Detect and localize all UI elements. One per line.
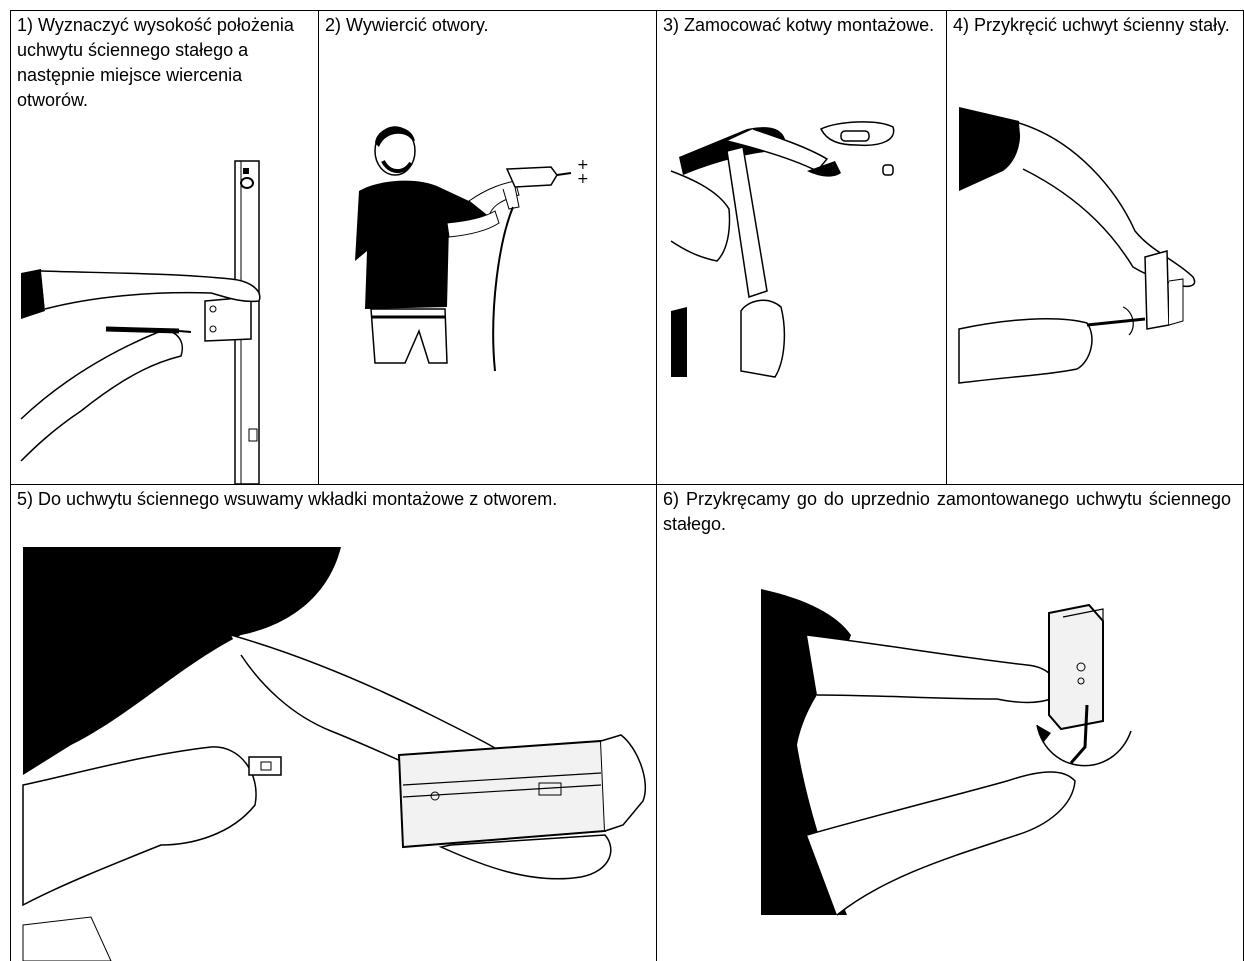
step-4-cell: 4) Przykręcić uchwyt ścienny stały. xyxy=(947,11,1243,484)
marking-illustration xyxy=(11,11,318,484)
step-3-cell: 3) Zamocować kotwy montażowe. xyxy=(657,11,946,484)
inserts-illustration xyxy=(11,485,656,961)
svg-text:+: + xyxy=(577,171,589,187)
step-6-cell: 6) Przykręcamy go do uprzednio zamontowa… xyxy=(657,485,1243,961)
screwing-illustration xyxy=(947,11,1243,484)
hammering-illustration xyxy=(657,11,946,484)
step-5-cell: 5) Do uchwytu ściennego wsuwamy wkładki … xyxy=(11,485,656,961)
mounting-illustration xyxy=(657,485,1243,961)
step-1-cell: 1) Wyznaczyć wysokość położenia uchwytu … xyxy=(11,11,318,484)
step-2-cell: 2) Wywiercić otwory. + + xyxy=(319,11,656,484)
drilling-illustration: + + xyxy=(319,11,656,484)
